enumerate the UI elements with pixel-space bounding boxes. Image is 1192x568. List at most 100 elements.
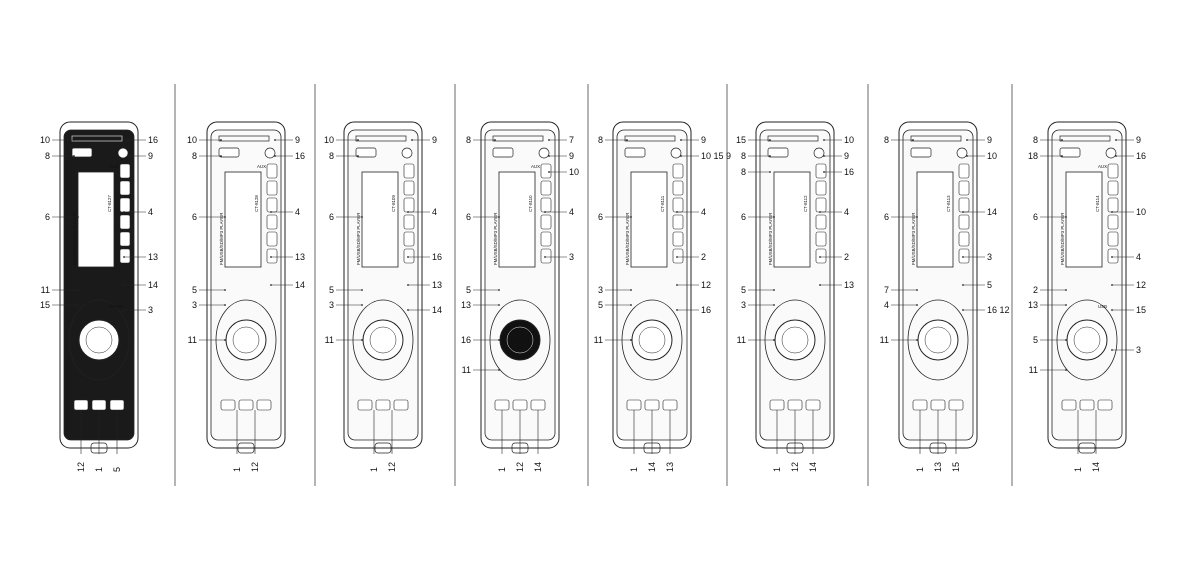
preset-button[interactable] — [266, 248, 278, 264]
preset-button[interactable] — [540, 163, 552, 179]
volume-knob[interactable] — [917, 319, 959, 361]
preset-button[interactable] — [540, 197, 552, 213]
preset-button[interactable] — [815, 197, 827, 213]
aux-jack[interactable] — [813, 147, 825, 159]
volume-knob[interactable] — [631, 319, 673, 361]
card-slot[interactable] — [767, 135, 819, 142]
card-slot[interactable] — [218, 135, 270, 142]
aux-jack[interactable] — [1105, 147, 1117, 159]
preset-button[interactable] — [958, 180, 970, 196]
volume-knob[interactable] — [362, 319, 404, 361]
function-button[interactable] — [1061, 399, 1077, 411]
function-button[interactable] — [393, 399, 409, 411]
preset-button[interactable] — [266, 197, 278, 213]
function-button[interactable] — [787, 399, 803, 411]
preset-button[interactable] — [958, 231, 970, 247]
function-button[interactable] — [769, 399, 785, 411]
usb-port[interactable] — [624, 147, 646, 158]
preset-button[interactable] — [672, 214, 684, 230]
volume-knob[interactable] — [774, 319, 816, 361]
preset-button[interactable] — [1107, 248, 1119, 264]
preset-button[interactable] — [266, 214, 278, 230]
preset-button[interactable] — [119, 180, 131, 196]
function-button[interactable] — [357, 399, 373, 411]
card-slot[interactable] — [910, 135, 962, 142]
usb-port[interactable] — [492, 147, 514, 158]
usb-port[interactable] — [218, 147, 240, 158]
preset-button[interactable] — [1107, 197, 1119, 213]
aux-jack[interactable] — [264, 147, 276, 159]
function-button[interactable] — [912, 399, 928, 411]
preset-button[interactable] — [540, 231, 552, 247]
card-slot[interactable] — [355, 135, 407, 142]
preset-button[interactable] — [815, 163, 827, 179]
preset-button[interactable] — [403, 163, 415, 179]
aux-jack[interactable] — [538, 147, 550, 159]
preset-button[interactable] — [672, 197, 684, 213]
function-button[interactable] — [91, 399, 107, 411]
preset-button[interactable] — [672, 180, 684, 196]
preset-button[interactable] — [672, 231, 684, 247]
usb-port[interactable] — [355, 147, 377, 158]
usb-port[interactable] — [767, 147, 789, 158]
function-button[interactable] — [930, 399, 946, 411]
preset-button[interactable] — [815, 180, 827, 196]
preset-button[interactable] — [958, 197, 970, 213]
aux-jack[interactable] — [670, 147, 682, 159]
aux-jack[interactable] — [956, 147, 968, 159]
preset-button[interactable] — [119, 163, 131, 179]
release-tab[interactable] — [374, 442, 392, 454]
preset-button[interactable] — [266, 180, 278, 196]
volume-knob[interactable] — [78, 319, 120, 361]
volume-knob[interactable] — [499, 319, 541, 361]
usb-port[interactable] — [1059, 147, 1081, 158]
preset-button[interactable] — [958, 214, 970, 230]
function-button[interactable] — [948, 399, 964, 411]
preset-button[interactable] — [1107, 231, 1119, 247]
preset-button[interactable] — [403, 197, 415, 213]
aux-jack[interactable] — [401, 147, 413, 159]
preset-button[interactable] — [1107, 180, 1119, 196]
volume-knob[interactable] — [1066, 319, 1108, 361]
preset-button[interactable] — [815, 248, 827, 264]
usb-port[interactable] — [71, 147, 93, 158]
preset-button[interactable] — [815, 214, 827, 230]
aux-jack[interactable] — [117, 147, 129, 159]
function-button[interactable] — [256, 399, 272, 411]
preset-button[interactable] — [266, 231, 278, 247]
function-button[interactable] — [644, 399, 660, 411]
release-tab[interactable] — [237, 442, 255, 454]
function-button[interactable] — [238, 399, 254, 411]
preset-button[interactable] — [1107, 163, 1119, 179]
function-button[interactable] — [626, 399, 642, 411]
volume-knob[interactable] — [225, 319, 267, 361]
function-button[interactable] — [220, 399, 236, 411]
function-button[interactable] — [494, 399, 510, 411]
release-tab[interactable] — [1078, 442, 1096, 454]
preset-button[interactable] — [403, 231, 415, 247]
preset-button[interactable] — [119, 197, 131, 213]
preset-button[interactable] — [540, 248, 552, 264]
preset-button[interactable] — [403, 214, 415, 230]
preset-button[interactable] — [119, 214, 131, 230]
function-button[interactable] — [530, 399, 546, 411]
preset-button[interactable] — [403, 248, 415, 264]
preset-button[interactable] — [672, 163, 684, 179]
function-button[interactable] — [1097, 399, 1113, 411]
preset-button[interactable] — [119, 248, 131, 264]
function-button[interactable] — [109, 399, 125, 411]
card-slot[interactable] — [1059, 135, 1111, 142]
card-slot[interactable] — [71, 135, 123, 142]
function-button[interactable] — [1079, 399, 1095, 411]
usb-port[interactable] — [910, 147, 932, 158]
preset-button[interactable] — [403, 180, 415, 196]
preset-button[interactable] — [958, 248, 970, 264]
preset-button[interactable] — [119, 231, 131, 247]
card-slot[interactable] — [624, 135, 676, 142]
preset-button[interactable] — [1107, 214, 1119, 230]
card-slot[interactable] — [492, 135, 544, 142]
preset-button[interactable] — [958, 163, 970, 179]
function-button[interactable] — [512, 399, 528, 411]
preset-button[interactable] — [266, 163, 278, 179]
preset-button[interactable] — [815, 231, 827, 247]
